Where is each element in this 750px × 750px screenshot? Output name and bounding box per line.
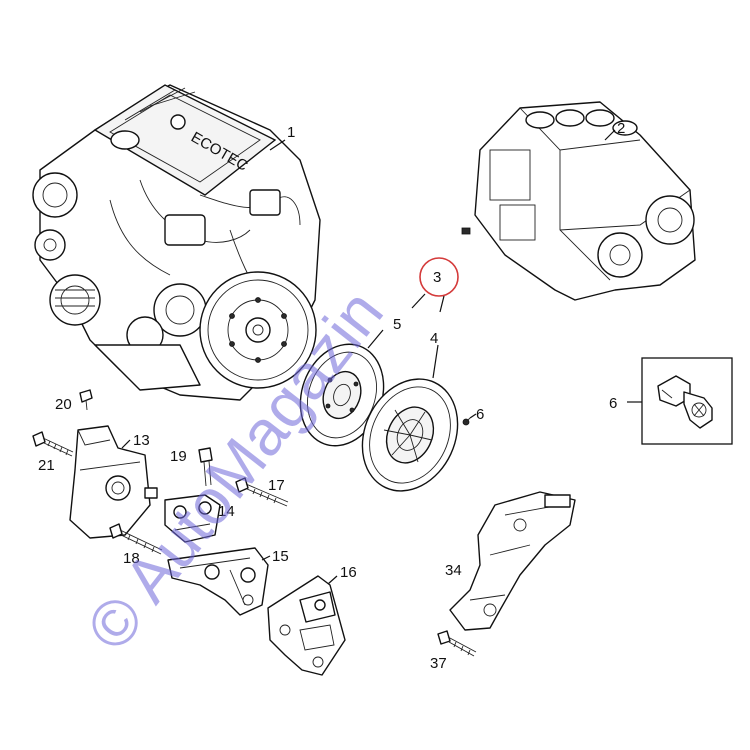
callout-37: 37 bbox=[430, 655, 447, 672]
engine-block[interactable] bbox=[461, 101, 696, 301]
bolt-18[interactable] bbox=[109, 523, 163, 555]
bolt-37[interactable] bbox=[437, 630, 477, 657]
bolt-20[interactable] bbox=[79, 389, 93, 411]
callout-2: 2 bbox=[617, 120, 625, 137]
clutch-disc[interactable] bbox=[287, 332, 398, 457]
mount-plate-16[interactable] bbox=[267, 575, 346, 676]
callout-3[interactable]: 3 bbox=[433, 269, 441, 286]
bracket-14[interactable] bbox=[164, 494, 221, 543]
engine-assembly[interactable]: ECOTEC bbox=[32, 84, 321, 401]
engine-logo-emblem bbox=[170, 114, 186, 130]
callout-34: 34 bbox=[445, 562, 462, 579]
callout-21: 21 bbox=[38, 457, 55, 474]
highlight-ring-part-3 bbox=[419, 257, 459, 297]
clutch-bolt-small[interactable] bbox=[462, 417, 471, 426]
bolt-19[interactable] bbox=[198, 447, 213, 487]
callout-6-box: 6 bbox=[609, 395, 617, 412]
callout-14: 14 bbox=[218, 503, 235, 520]
callout-16: 16 bbox=[340, 564, 357, 581]
callout-17: 17 bbox=[268, 477, 285, 494]
callout-18: 18 bbox=[123, 550, 140, 567]
bolt-17[interactable] bbox=[235, 477, 289, 507]
engine-mount-13[interactable] bbox=[69, 425, 158, 539]
bolt-detail-box[interactable] bbox=[641, 357, 733, 445]
callout-4: 4 bbox=[430, 330, 438, 347]
bracket-15[interactable] bbox=[167, 547, 269, 616]
callout-19: 19 bbox=[170, 448, 187, 465]
callout-15: 15 bbox=[272, 548, 289, 565]
callout-1: 1 bbox=[287, 124, 295, 141]
callout-6-small: 6 bbox=[476, 406, 484, 423]
callout-20: 20 bbox=[55, 396, 72, 413]
callout-5: 5 bbox=[393, 316, 401, 333]
timing-cover-34[interactable] bbox=[449, 491, 576, 631]
callout-13: 13 bbox=[133, 432, 150, 449]
clutch-pressure-plate[interactable] bbox=[345, 363, 476, 506]
bolt-21[interactable] bbox=[32, 431, 74, 457]
